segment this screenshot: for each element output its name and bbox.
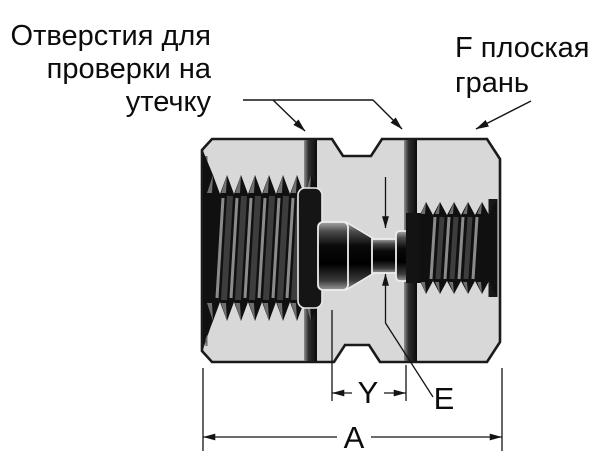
- leader-leak-holes: [243, 99, 403, 132]
- dim-y-label: Y: [358, 375, 379, 410]
- leak-label-line3: утечку: [126, 86, 212, 118]
- dim-a-label: A: [344, 420, 365, 455]
- leak-label-line1: Отверстия для: [11, 20, 211, 52]
- thread-left-sheen: [221, 195, 303, 301]
- callout-leak-holes: Отверстия для проверки на утечку: [11, 20, 212, 118]
- thread-right-tooth-flanks-bottom: [421, 282, 482, 294]
- dim-a: [202, 368, 503, 451]
- leak-leader-arrow-left: [272, 99, 306, 132]
- thread-right-highlights: [429, 216, 479, 280]
- female-thread-left: [202, 150, 323, 351]
- leak-label-line2: проверки на: [47, 53, 212, 85]
- leak-leader-arrow-right: [372, 99, 403, 130]
- thread-right-bore: [406, 213, 424, 283]
- dim-y: [331, 310, 407, 401]
- callout-flat-face: F плоская грань: [455, 32, 590, 99]
- thread-right-tooth-flanks-top: [421, 202, 482, 214]
- bore-step-cylinder: [317, 221, 349, 291]
- flat-face-label-line1: F плоская: [455, 32, 590, 64]
- leader-flat-face: [475, 100, 532, 130]
- dim-e: [382, 177, 434, 398]
- female-thread-right: [406, 199, 498, 297]
- dim-e-label: E: [434, 381, 455, 416]
- dim-e-arrow-up-leader: [382, 273, 434, 398]
- thread-right-sheen: [435, 216, 473, 280]
- flat-face-label-line2: грань: [455, 67, 529, 99]
